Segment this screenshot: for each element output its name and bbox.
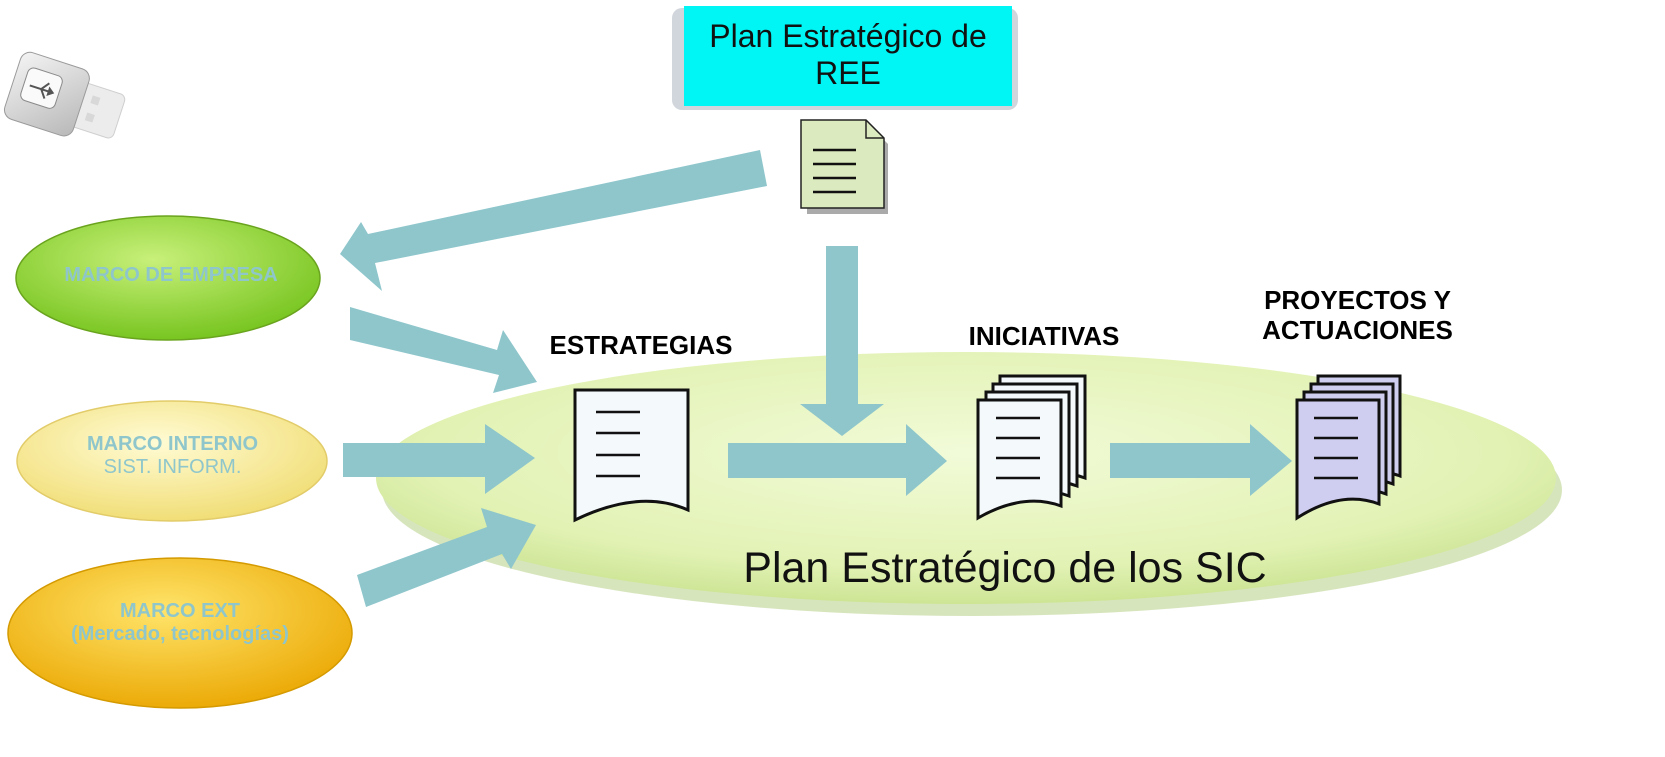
arrow-estrategias-to-iniciativas <box>728 424 947 496</box>
marco-externo-line2: (Mercado, tecnologías) <box>71 623 289 645</box>
marco-externo-ellipse <box>7 557 353 709</box>
iniciativas-stacked-documents-icon <box>976 374 1087 521</box>
document-icon <box>800 119 888 214</box>
proyectos-stacked-documents-icon <box>1295 374 1402 521</box>
stage-iniciativas-label: INICIATIVAS <box>968 321 1120 351</box>
usb-drive-icon <box>3 51 126 139</box>
stage-proyectos-line1: PROYECTOS Y <box>1264 285 1451 315</box>
stage-estrategias-label: ESTRATEGIAS <box>549 330 733 360</box>
marco-interno-ellipse <box>16 400 328 522</box>
arrow-interno-to-estrategias <box>343 424 535 494</box>
top-box-title: Plan Estratégico de REE <box>684 18 1012 92</box>
arrow-empresa-to-estrategias <box>350 307 537 393</box>
arrow-ree-down <box>800 246 884 436</box>
marco-interno-line2: SIST. INFORM. <box>103 456 242 478</box>
arrow-iniciativas-to-proyectos <box>1110 424 1292 496</box>
plan-sic-label: Plan Estratégico de los SIC <box>743 544 1267 592</box>
top-box-line2: REE <box>815 54 881 91</box>
estrategias-document-icon <box>573 388 690 523</box>
arrow-ree-to-empresa <box>340 150 767 291</box>
arrows <box>340 150 1292 607</box>
marco-externo-line1: MARCO EXT <box>120 600 240 622</box>
top-box <box>684 6 1012 106</box>
stage-proyectos-line2: ACTUACIONES <box>1262 314 1453 345</box>
arrow-ext-to-estrategias <box>357 508 536 607</box>
marco-empresa-label: MARCO DE EMPRESA <box>64 264 278 286</box>
marco-interno-line1: MARCO INTERNO <box>86 433 259 455</box>
marco-empresa-ellipse <box>15 215 321 341</box>
marco-externo-label: MARCO EXT (Mercado, tecnologías) <box>10 600 350 646</box>
top-box-line1: Plan Estratégico de <box>709 18 987 54</box>
stage-proyectos-label: PROYECTOS Y ACTUACIONES <box>1225 285 1490 346</box>
marco-interno-label: MARCO INTERNO SIST. INFORM. <box>20 433 325 479</box>
